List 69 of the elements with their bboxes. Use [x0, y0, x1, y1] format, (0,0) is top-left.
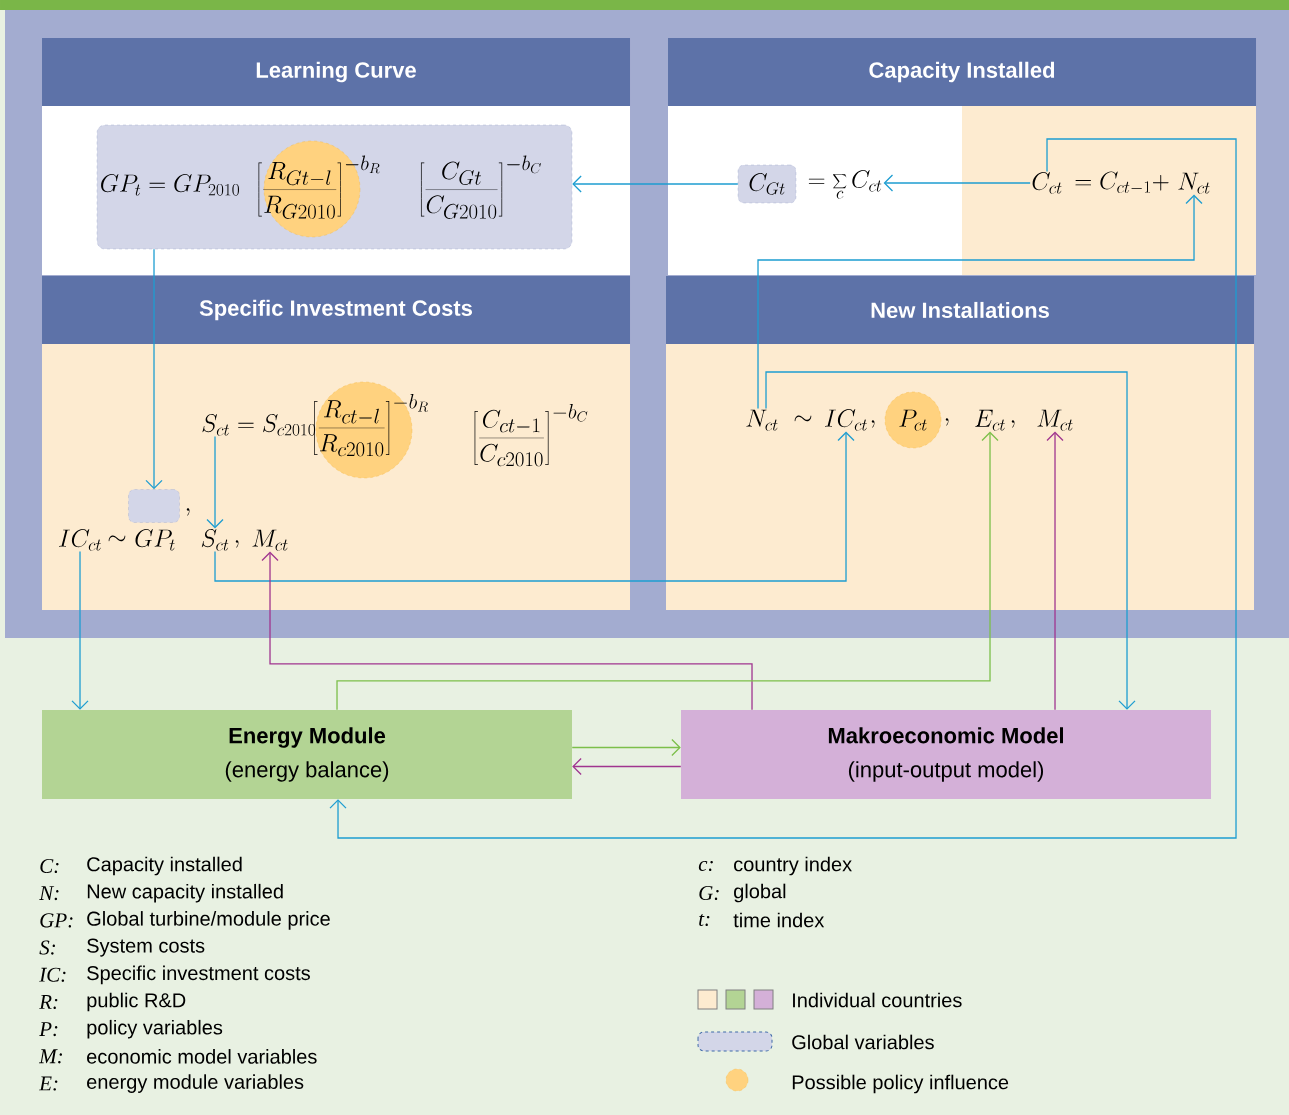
formula-term: $= C_{ct-1} +$ [1075, 171, 1169, 193]
empty-variable-box [128, 489, 180, 523]
module-box: Makroeconomic Model (input-output model) [681, 710, 1211, 799]
arrow [214, 431, 855, 582]
symbol-key: N: [39, 886, 59, 901]
symbol-key: S: [39, 940, 56, 955]
variable: $N_{ct}$ [746, 409, 778, 431]
variable: $= \sum_c C_{ct}$ [808, 170, 882, 199]
arrow [71, 550, 89, 710]
module-box: Energy Module (energy balance) [42, 710, 572, 799]
symbol-key: t: [699, 913, 710, 927]
symbol-definition: Specific investment costs [87, 965, 310, 985]
symbol-definition: economic model variables [87, 1049, 317, 1064]
symbol-definition: Capacity installed [87, 856, 242, 876]
node-label: $S_{ct} = S_{c2010}$ [202, 414, 316, 436]
operator-symbol: $,$ [235, 540, 239, 548]
variable: $C_{ct}$ [1032, 172, 1062, 194]
symbol-definition: New capacity installed [87, 883, 283, 903]
legend-item: Individual countries [697, 989, 962, 1010]
global-variable-box: $C_{Gt}$ [737, 164, 797, 204]
operator-symbol: $,$ [1011, 420, 1015, 428]
symbol-definition: public R&D [87, 992, 186, 1012]
symbol-definition: country index [734, 856, 852, 876]
variable: $IC_{ct}$ [825, 409, 867, 431]
symbol-key: c: [698, 860, 713, 872]
symbol-definition: System costs [87, 938, 205, 957]
arrow [336, 431, 999, 711]
arrow [145, 248, 163, 490]
symbol-definition: Global turbine/module price [87, 911, 330, 930]
variable: $E_{ct}$ [975, 409, 1005, 431]
operator-symbol: $\sim$ [108, 535, 126, 542]
variable: $S_{ct}$ [201, 529, 229, 551]
arrow [261, 551, 753, 711]
symbol-definition: energy module variables [87, 1074, 304, 1093]
symbol-definition: global [734, 883, 786, 903]
symbol-key: R: [39, 994, 58, 1009]
variable: $IC_{ct}$ [59, 529, 101, 551]
node-label: Specific Investment Costs [199, 299, 473, 321]
symbol-definition: policy variables [87, 1019, 223, 1039]
operator-symbol: $,$ [871, 420, 875, 428]
symbol-key: C: [40, 858, 59, 874]
node-label: Learning Curve [256, 61, 416, 83]
arrow [572, 757, 682, 776]
arrow [572, 175, 739, 193]
node-label: $\left[\frac{C_{ct-1}}{C_{c2010}}\right]^{-b_C}$ [474, 403, 588, 467]
legend-item: Possible policy influence [725, 1068, 1009, 1094]
symbol-key: G: [699, 885, 719, 901]
symbol-key: E: [38, 1076, 58, 1091]
symbol-definition: time index [733, 912, 825, 928]
symbol-key: GP: [40, 913, 73, 928]
arrow [765, 371, 1136, 710]
arrow [571, 738, 681, 757]
equation: $S_{ct} = S_{c2010}$$\left[\frac{R_{ct-l}}{R_{c2010}}\right]^{-b_R}$ $\left[\frac{C_{ct-1}}{C_{c2010}}\right]^{-b_C}$ [202, 381, 588, 479]
arrow [206, 435, 224, 529]
arrow [757, 194, 1203, 410]
arrow [329, 138, 1237, 839]
variable: $N_{ct}$ [1178, 172, 1210, 194]
arrow [1046, 431, 1064, 711]
symbol-key: P: [39, 1022, 58, 1037]
symbol-key: IC: [39, 967, 66, 982]
variable: $M_{ct}$ [1037, 409, 1073, 431]
symbol-key: M: [38, 1049, 63, 1064]
legend-item: Global variables [697, 1031, 934, 1052]
operator-symbol: $\sim$ [794, 415, 812, 422]
variable: $M_{ct}$ [252, 529, 288, 551]
global-variable-box: $GP_t = GP_{2010}$ $\left[\frac{R_{Gt-l}}{R_{G2010}}\right]^{-b_R}$ $\left[\frac{C_{Gt}}{C_{G2010}}\right]^{-b_C}$ [96, 124, 573, 250]
node-label: New Installations [871, 301, 1049, 319]
arrow [883, 174, 1031, 192]
node-label: Capacity Installed [869, 61, 1055, 83]
